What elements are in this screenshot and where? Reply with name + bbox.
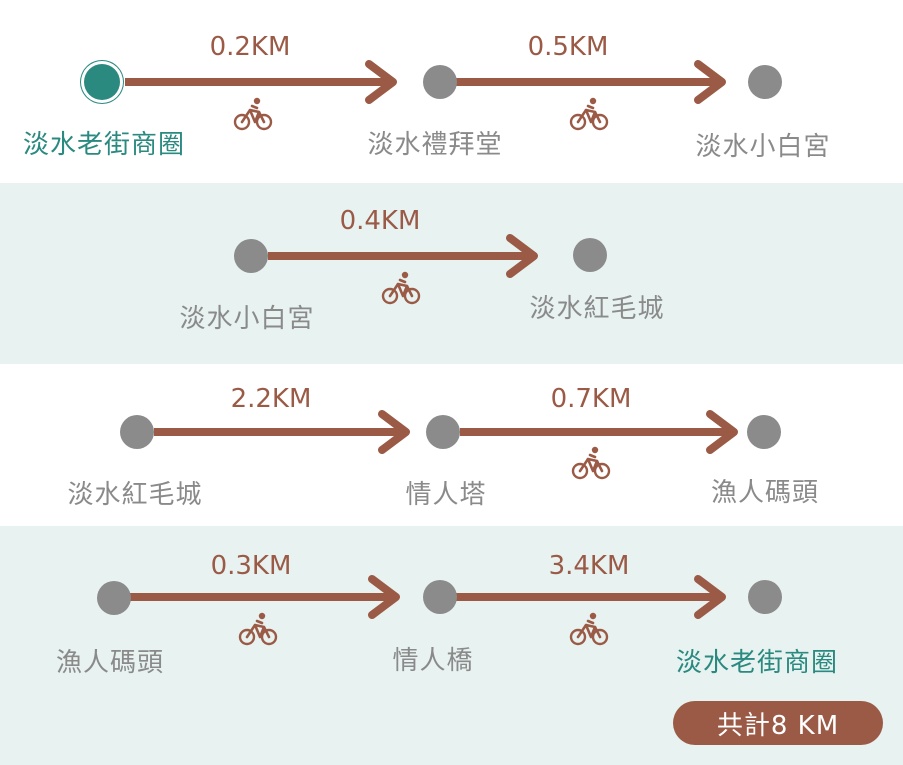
arrow-row1-seg1: [125, 64, 393, 100]
arrow-row3-seg1: [154, 414, 406, 450]
stop-node: [426, 415, 460, 449]
stop-label: 淡水禮拜堂: [367, 130, 503, 160]
stop-label: 淡水紅毛城: [529, 294, 665, 324]
bicycle-icon: [381, 271, 421, 305]
distance-label: 0.2KM: [209, 32, 291, 62]
stop-label: 淡水老街商圈: [22, 130, 186, 160]
bicycle-icon: [233, 97, 273, 131]
bicycle-icon: [569, 97, 609, 131]
stop-node: [97, 581, 131, 615]
stop-label: 情人橋: [392, 646, 474, 676]
stop-node: [120, 415, 154, 449]
arrow-row1-seg2: [456, 64, 722, 100]
stop-label: 漁人碼頭: [710, 478, 820, 508]
stop-node: [423, 65, 457, 99]
distance-label: 0.3KM: [210, 551, 292, 581]
arrow-row3-seg2: [460, 414, 734, 450]
stop-node-start: [84, 64, 120, 100]
arrow-row4-seg2: [456, 579, 722, 615]
stop-node: [748, 580, 782, 614]
distance-label: 3.4KM: [548, 551, 630, 581]
distance-label: 0.4KM: [339, 206, 421, 236]
distance-label: 0.7KM: [550, 384, 632, 414]
stop-label: 情人塔: [405, 480, 487, 510]
distance-label: 2.2KM: [230, 384, 312, 414]
row-band-2: [0, 183, 903, 364]
total-distance-badge: 共計8 KM: [673, 701, 883, 745]
stop-label: 淡水小白宮: [695, 132, 831, 162]
stop-label: 淡水小白宮: [179, 304, 315, 334]
stop-node: [423, 580, 457, 614]
bicycle-icon: [569, 612, 609, 646]
stop-node: [573, 238, 607, 272]
distance-label: 0.5KM: [527, 32, 609, 62]
arrow-row4-seg1: [130, 579, 396, 615]
stop-node: [747, 415, 781, 449]
stop-node: [748, 65, 782, 99]
stop-label: 淡水紅毛城: [67, 480, 203, 510]
bicycle-icon: [571, 446, 611, 480]
bicycle-icon: [238, 612, 278, 646]
stop-label: 漁人碼頭: [55, 648, 165, 678]
stop-node: [234, 239, 268, 273]
stop-label: 淡水老街商圈: [675, 648, 839, 678]
arrow-row2-seg1: [268, 238, 534, 274]
